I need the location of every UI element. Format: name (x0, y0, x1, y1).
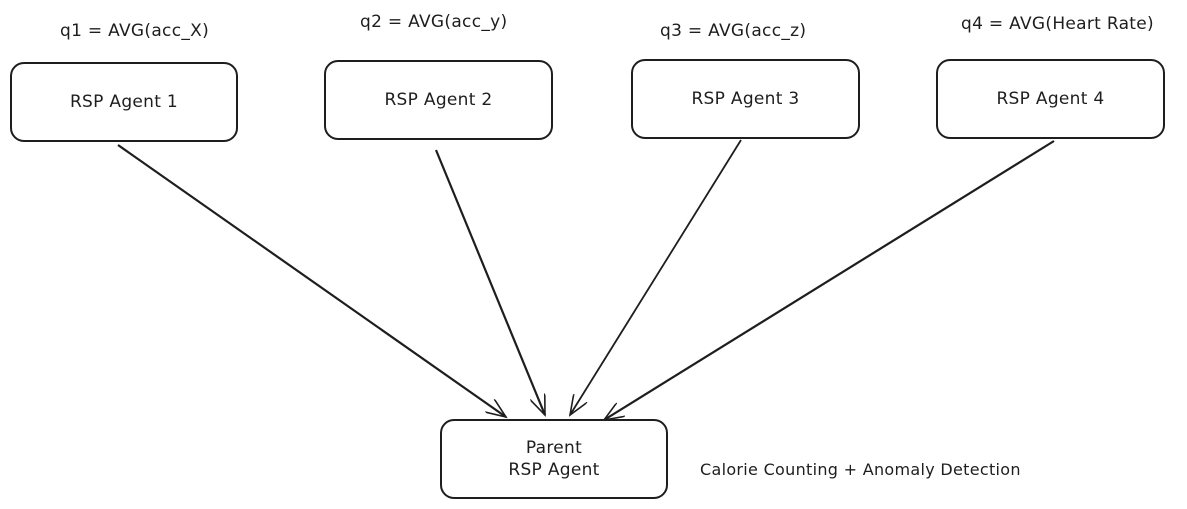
agent-node-4: RSP Agent 4 (936, 59, 1165, 139)
query-label-q1: q1 = AVG(acc_X) (60, 21, 210, 41)
agent-label: RSP Agent 3 (691, 89, 800, 109)
edge-agent3-to-parent (570, 139, 742, 415)
agent-node-2: RSP Agent 2 (324, 60, 553, 140)
agent-node-1: RSP Agent 1 (10, 62, 238, 142)
query-label-q2: q2 = AVG(acc_y) (360, 12, 508, 32)
edge-agent2-to-parent (434, 149, 547, 415)
parent-agent-node: Parent RSP Agent (440, 419, 668, 499)
parent-annotation: Calorie Counting + Anomaly Detection (700, 460, 1021, 479)
agent-label: RSP Agent 4 (996, 89, 1105, 109)
edge-agent4-to-parent (604, 140, 1055, 420)
parent-label-line1: Parent (525, 438, 583, 458)
query-label-q3: q3 = AVG(acc_z) (660, 21, 807, 41)
agent-node-3: RSP Agent 3 (631, 59, 860, 139)
query-label-q4: q4 = AVG(Heart Rate) (961, 14, 1154, 34)
edge-agent1-to-parent (117, 144, 506, 417)
agent-label: RSP Agent 2 (384, 90, 493, 110)
agent-label: RSP Agent 1 (69, 92, 179, 112)
parent-label-line2: RSP Agent (508, 460, 600, 480)
